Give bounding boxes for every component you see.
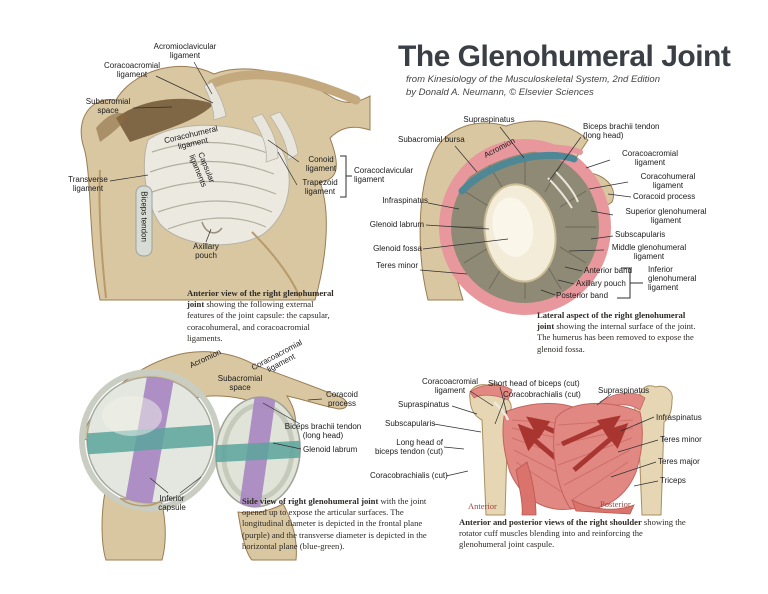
label-coracoid-process-2: Coracoid process bbox=[325, 390, 358, 409]
subtitle-author: by Donald A. Neumann, © Elsevier Science… bbox=[406, 87, 594, 98]
caption-anterior-view: Anterior view of the right glenohumeral … bbox=[187, 288, 334, 343]
label-biceps-brachii-tendon: Biceps brachii tendon (long head) bbox=[583, 122, 660, 141]
label-anterior-band: Anterior band bbox=[584, 266, 633, 275]
label-acromioclavicular-ligament: Acromioclavicular ligament bbox=[153, 42, 217, 61]
label-subacromial-space-2: Subacromial space bbox=[217, 374, 263, 393]
label-conoid-ligament: Conoid ligament bbox=[305, 155, 337, 174]
label-coracoclavicular-ligament: Coracoclavicular ligament bbox=[354, 166, 414, 185]
caption-rotator-cuff-lead: Anterior and posterior views of the righ… bbox=[459, 517, 642, 527]
label-teres-minor-2: Teres minor bbox=[660, 435, 702, 444]
label-coracoacromial-ligament-4: Coracoacromial ligament bbox=[421, 377, 479, 396]
caption-side-view: Side view of right glenohumeral joint wi… bbox=[242, 496, 427, 551]
label-subscapularis-2: Subscapularis bbox=[385, 419, 436, 428]
label-inferior-glenohumeral-ligament: Inferior glenohumeral ligament bbox=[648, 265, 697, 293]
page-title: The Glenohumeral Joint bbox=[398, 40, 731, 73]
label-coracobrachialis-cut-bottom: Coracobrachialis (cut) bbox=[370, 471, 448, 480]
label-coracobrachialis-cut-top: Coracobrachialis (cut) bbox=[503, 390, 581, 399]
label-supraspinatus-posterior: Supraspinatus bbox=[598, 386, 650, 395]
label-inferior-capsule: Inferior capsule bbox=[158, 494, 186, 513]
label-subacromial-space: Subacromial space bbox=[85, 97, 131, 116]
label-teres-major: Teres major bbox=[658, 457, 700, 466]
label-coracoid-process: Coracoid process bbox=[633, 192, 696, 201]
caption-side-view-lead: Side view of right glenohumeral joint bbox=[242, 496, 379, 506]
label-posterior-band: Posterior band bbox=[556, 291, 609, 300]
label-short-head-of-biceps: Short head of biceps (cut) bbox=[488, 379, 580, 388]
caption-rotator-cuff: Anterior and posterior views of the righ… bbox=[459, 517, 686, 550]
label-subacromial-bursa: Subacromial bursa bbox=[398, 135, 465, 144]
label-coracoacromial-ligament: Coracoacromial ligament bbox=[103, 61, 161, 80]
label-coracoacromial-ligament-2: Coracoacromial ligament bbox=[621, 149, 679, 168]
label-infraspinatus: Infraspinatus bbox=[382, 196, 428, 205]
subtitle-edition: from Kinesiology of the Musculoskeletal … bbox=[406, 74, 660, 85]
label-coracohumeral-ligament-2: Coracohumeral ligament bbox=[640, 172, 696, 191]
label-middle-glenohumeral-ligament: Middle glenohumeral ligament bbox=[611, 243, 687, 262]
label-teres-minor: Teres minor bbox=[376, 261, 418, 270]
label-biceps-tendon: Biceps tendon bbox=[139, 191, 149, 242]
caption-lateral-aspect-lead: Lateral aspect of the right glenohumeral… bbox=[537, 310, 686, 332]
caption-lateral-aspect: Lateral aspect of the right glenohumeral… bbox=[537, 310, 696, 354]
label-supraspinatus: Supraspinatus bbox=[463, 115, 515, 124]
label-transverse-ligament: Transverse ligament bbox=[68, 175, 108, 194]
caption-anterior-view-lead: Anterior view of the right glenohumeral … bbox=[187, 288, 334, 310]
label-axillary-pouch-2: Axillary pouch bbox=[576, 279, 626, 288]
label-supraspinatus-anterior: Supraspinatus bbox=[398, 400, 450, 409]
label-long-head-of-biceps: Long head of biceps tendon (cut) bbox=[374, 438, 443, 457]
label-subscapularis: Subscapularis bbox=[615, 230, 666, 239]
label-posterior-view: Posterior bbox=[600, 499, 631, 509]
label-trapezoid-ligament: Trapezoid ligament bbox=[302, 178, 338, 197]
label-glenoid-labrum-2: Glenoid labrum bbox=[303, 445, 358, 454]
label-infraspinatus-2: Infraspinatus bbox=[656, 413, 702, 422]
label-glenoid-labrum: Glenoid labrum bbox=[369, 220, 424, 229]
label-triceps: Triceps bbox=[660, 476, 686, 485]
label-axillary-pouch: Axillary pouch bbox=[193, 242, 219, 261]
label-anterior-view: Anterior bbox=[468, 501, 497, 511]
label-glenoid-fossa: Glenoid fossa bbox=[373, 244, 422, 253]
label-biceps-brachii-tendon-2: Biceps brachii tendon (long head) bbox=[284, 422, 362, 441]
label-superior-glenohumeral-ligament: Superior glenohumeral ligament bbox=[625, 207, 707, 226]
